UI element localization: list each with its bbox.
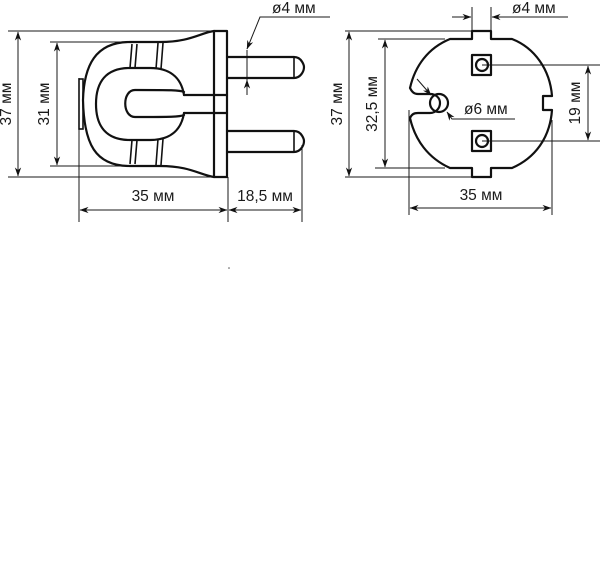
label-front-hole-diameter: ø6 мм [464,101,508,118]
label-front-body-height: 32,5 мм [364,76,381,132]
label-front-pin-spacing: 19 мм [567,82,584,125]
leader-pin-diameter [246,16,330,50]
pin-bottom [225,129,306,154]
side-view: 37 мм 31 мм 35 мм 18,5 мм ø4 мм [0,0,330,222]
label-side-pin-diameter: ø4 мм [272,0,316,17]
front-view: 37 мм 32,5 мм 35 мм 19 мм ø4 мм ø6 мм [329,0,600,215]
cable-hole [428,92,450,114]
label-front-pin-diameter: ø4 мм [512,0,556,17]
leader-hole-bottom [446,111,515,121]
plug-pins-side [225,55,306,154]
label-front-width: 35 мм [460,187,503,204]
label-front-total-height: 37 мм [329,83,346,126]
plug-body-front [408,29,554,179]
label-side-pin-length: 18,5 мм [237,188,293,205]
leader-hole-top [416,78,432,96]
stray-dot [228,267,230,269]
pin-front-top [470,53,493,77]
pin-top [225,55,306,80]
label-side-total-height: 37 мм [0,83,15,126]
label-side-body-height: 31 мм [36,83,53,126]
label-side-body-length: 35 мм [132,188,175,205]
plug-body-side [78,29,229,179]
pin-front-bottom [470,129,493,153]
